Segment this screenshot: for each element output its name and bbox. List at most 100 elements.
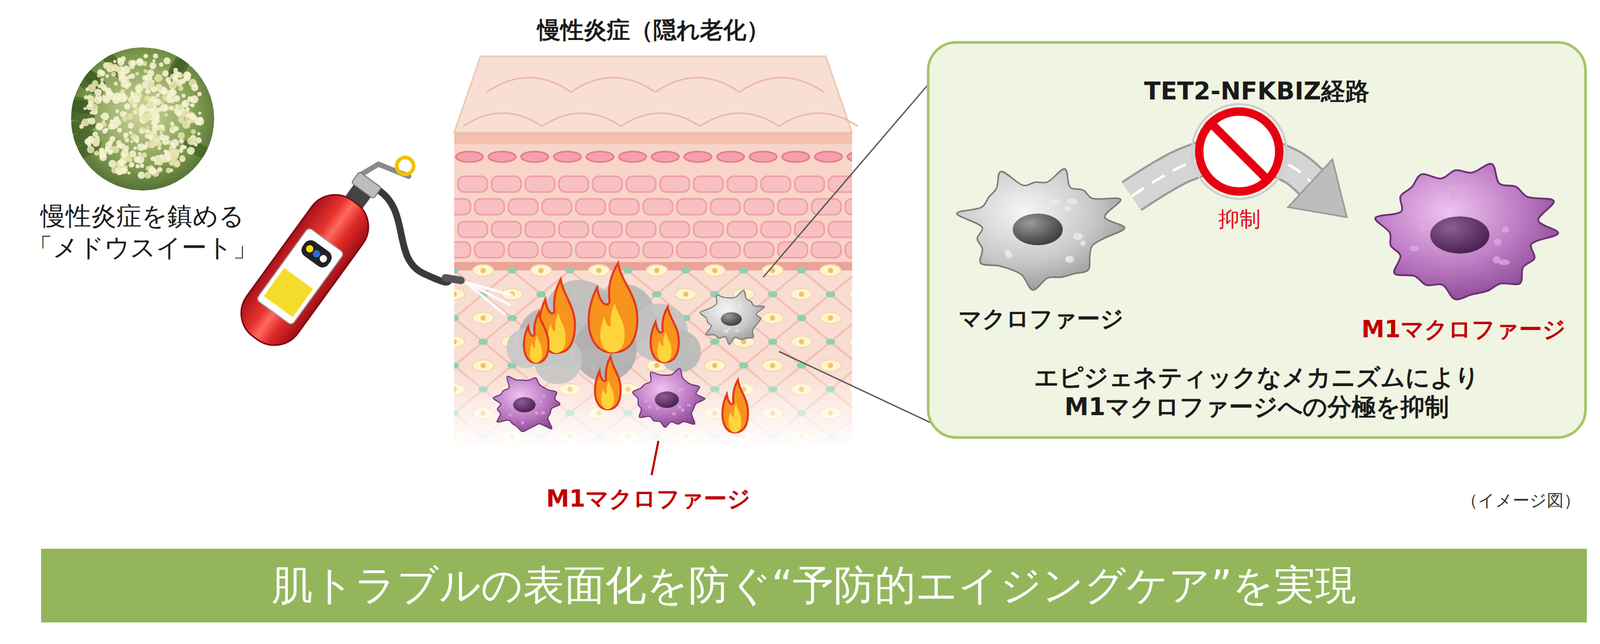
blossom bbox=[162, 137, 170, 146]
macrophage-body bbox=[956, 168, 1125, 290]
macrophage-body bbox=[632, 368, 705, 428]
blossom bbox=[165, 167, 172, 174]
blossom bbox=[163, 57, 171, 65]
skin-scale bbox=[739, 77, 824, 93]
epidermal-cell bbox=[626, 176, 656, 193]
blossom bbox=[162, 70, 169, 77]
spray bbox=[465, 282, 506, 315]
fibroblast-core bbox=[712, 267, 718, 274]
leaf bbox=[76, 64, 110, 95]
flame-inner bbox=[547, 312, 566, 354]
blossom bbox=[138, 106, 146, 114]
blossom bbox=[197, 132, 201, 136]
macrophage-granule bbox=[677, 405, 682, 409]
blossom bbox=[197, 91, 203, 97]
blossom bbox=[143, 54, 148, 59]
blossom bbox=[154, 124, 158, 129]
blossom bbox=[137, 85, 142, 89]
fibroblast-core bbox=[596, 267, 602, 274]
blossom bbox=[116, 140, 122, 146]
blossom bbox=[126, 82, 132, 87]
blossom bbox=[89, 111, 93, 115]
fibroblast-core bbox=[654, 363, 660, 369]
blossom bbox=[175, 96, 179, 100]
fiber-node bbox=[652, 291, 662, 298]
keratinocyte bbox=[521, 151, 549, 163]
blossom bbox=[137, 152, 142, 156]
panel-body: エピジェネティックなメカニズムにより M1マクロファージへの分極を抑制 bbox=[1033, 362, 1482, 422]
macrophage-granule bbox=[681, 408, 685, 413]
edge-label-box: 抑制 bbox=[1218, 204, 1261, 234]
fibroblast bbox=[820, 264, 842, 277]
epidermal-cell bbox=[761, 221, 791, 238]
flame bbox=[595, 356, 622, 410]
blossom bbox=[101, 112, 109, 121]
blossom bbox=[148, 103, 152, 107]
blossom bbox=[107, 123, 115, 130]
blossom bbox=[132, 110, 137, 115]
macrophage-cell: マクロファージ bbox=[950, 159, 1132, 335]
blossom bbox=[155, 93, 160, 98]
fibroblast bbox=[704, 264, 726, 277]
blossom bbox=[104, 146, 110, 152]
macrophage-body bbox=[700, 290, 765, 345]
blossom bbox=[124, 137, 129, 143]
epidermal-cell bbox=[474, 242, 505, 258]
blossom bbox=[157, 146, 162, 150]
blossom bbox=[120, 88, 125, 94]
fiber-node bbox=[565, 267, 575, 274]
blossom bbox=[118, 74, 128, 84]
macrophage bbox=[956, 168, 1125, 290]
blossom bbox=[183, 74, 191, 82]
epidermal-cell bbox=[542, 198, 572, 215]
blossom bbox=[122, 155, 126, 159]
macrophage-nucleus bbox=[1012, 213, 1063, 246]
fibroblast-core bbox=[827, 363, 834, 369]
blossom bbox=[144, 95, 150, 102]
epidermal-cell bbox=[457, 176, 488, 193]
blossom bbox=[113, 116, 120, 123]
macrophage-body bbox=[493, 376, 560, 432]
blossom bbox=[126, 113, 134, 120]
macrophage-granule bbox=[1066, 198, 1077, 205]
blossom bbox=[137, 143, 146, 152]
blossom bbox=[160, 127, 163, 131]
epidermal-cell bbox=[761, 176, 791, 193]
blossom bbox=[154, 154, 163, 164]
macrophage-granule bbox=[1409, 245, 1420, 252]
epidermal-cell bbox=[643, 198, 673, 215]
epidermal-cell bbox=[744, 198, 774, 215]
blossom bbox=[173, 126, 179, 132]
fiber-node bbox=[478, 338, 488, 346]
macrophage-granule bbox=[722, 302, 726, 305]
blossom bbox=[155, 156, 162, 163]
macrophage bbox=[700, 290, 765, 345]
flame bbox=[722, 380, 749, 433]
blossom bbox=[156, 84, 164, 92]
blossom bbox=[181, 93, 186, 98]
fibroblast bbox=[762, 312, 784, 324]
fibroblast-core bbox=[683, 291, 689, 297]
macrophage-granule bbox=[534, 411, 539, 415]
photo-ground bbox=[71, 47, 215, 191]
epidermal-cell bbox=[710, 198, 740, 215]
macrophage-body bbox=[1375, 163, 1559, 300]
keratinocyte bbox=[782, 151, 810, 163]
epidermal-cell bbox=[609, 242, 639, 258]
blossom bbox=[87, 118, 90, 122]
skin-fade bbox=[454, 368, 853, 444]
fiber-node bbox=[796, 314, 807, 322]
blossom bbox=[113, 92, 122, 101]
fibroblast-core bbox=[654, 267, 660, 274]
epidermal-cell bbox=[811, 242, 842, 258]
flame-outer bbox=[524, 313, 549, 364]
macrophage-shape bbox=[956, 159, 1126, 297]
macrophage-granule bbox=[1004, 249, 1011, 257]
blossom bbox=[138, 126, 146, 134]
blossom bbox=[166, 89, 175, 97]
blossom bbox=[102, 95, 111, 104]
keratinocyte bbox=[684, 151, 712, 163]
section-title: 慢性炎症（隠れ老化） bbox=[454, 10, 853, 46]
keratinocyte bbox=[586, 151, 614, 163]
epidermal-cell bbox=[508, 198, 538, 215]
